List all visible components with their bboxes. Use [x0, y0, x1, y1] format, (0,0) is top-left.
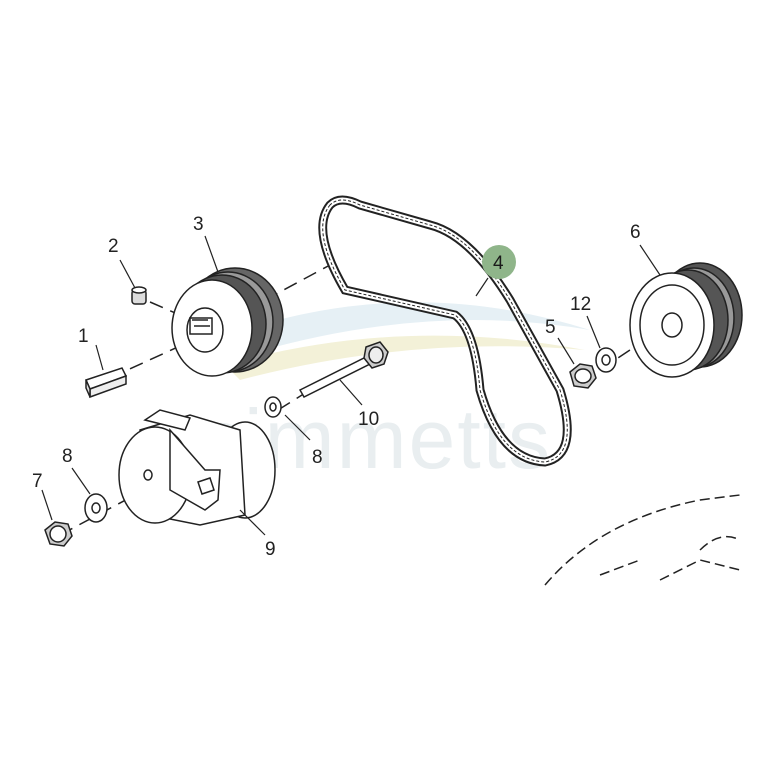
leader-6 [639, 244, 661, 276]
leader-12 [586, 315, 601, 349]
callout-6[interactable]: 6 [630, 222, 641, 243]
highlight-marker [482, 245, 516, 279]
nut-part-7 [44, 521, 73, 547]
callout-5[interactable]: 5 [545, 317, 556, 338]
callout-9[interactable]: 9 [265, 539, 276, 560]
watermark-swoosh-blue [215, 302, 590, 360]
axis-line-pin [149, 301, 197, 323]
leader-5 [557, 337, 575, 365]
leader-1 [95, 344, 104, 371]
axis-line-tensioner [59, 494, 136, 536]
callout-8-lower[interactable]: 8 [62, 446, 73, 467]
pin-part [131, 286, 147, 305]
bolt-part [298, 341, 389, 398]
callout-8-upper[interactable]: 8 [312, 447, 323, 468]
leader-lines [41, 235, 661, 536]
washer-part-12 [595, 347, 617, 373]
callout-2[interactable]: 2 [108, 236, 119, 257]
callout-7[interactable]: 7 [32, 471, 43, 492]
leader-8-lower [71, 467, 91, 495]
nut-part [569, 363, 597, 389]
leader-2 [119, 259, 136, 289]
leader-10 [339, 379, 363, 406]
serpentine-belt [318, 195, 572, 467]
tensioner-assembly [118, 409, 276, 526]
idler-pulley [629, 262, 743, 378]
callout-10[interactable]: 10 [358, 409, 379, 430]
washer-part-8-upper [264, 396, 282, 418]
leader-3 [204, 235, 219, 273]
callout-3[interactable]: 3 [193, 214, 204, 235]
engine-block-outline [544, 494, 741, 586]
callout-4[interactable]: 4 [493, 253, 504, 274]
watermark-swoosh-yellow [225, 335, 585, 380]
leader-4 [475, 277, 489, 297]
crank-pulley [171, 267, 284, 377]
callout-labels: 1 2 3 4 5 6 7 8 8 9 10 12 [32, 214, 641, 560]
washer-part-8-lower [84, 493, 108, 523]
leader-7 [41, 489, 53, 521]
callout-12[interactable]: 12 [570, 294, 591, 315]
key-part [84, 367, 128, 399]
callout-1[interactable]: 1 [78, 326, 89, 347]
leader-8-upper [284, 414, 311, 441]
leader-9 [239, 509, 266, 536]
